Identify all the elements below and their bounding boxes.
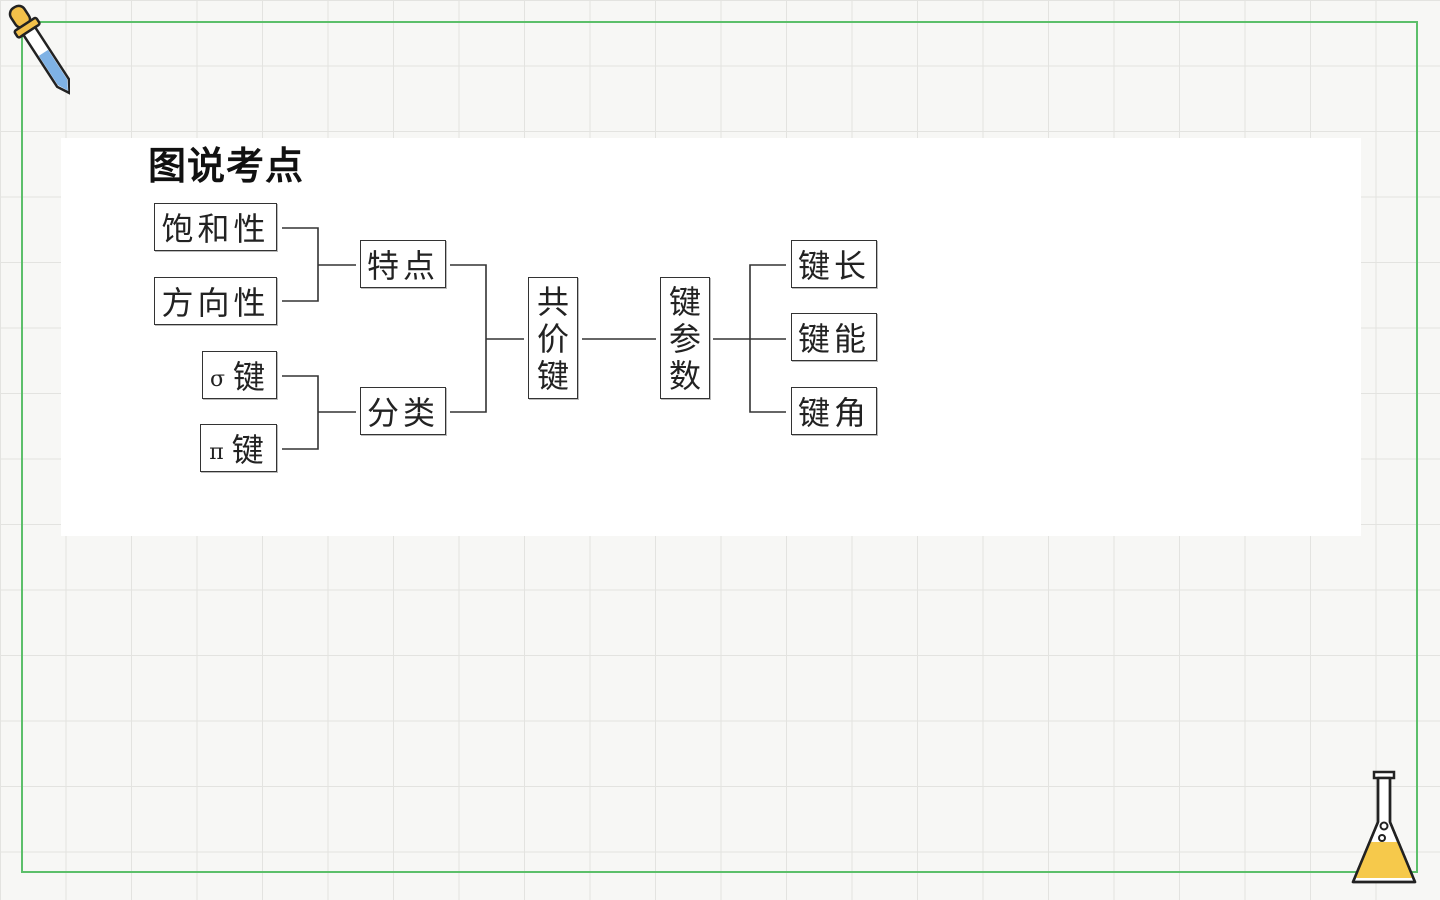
label-covalent-2: 价 [536,319,569,358]
label-bond-energy: 键能 [797,320,870,358]
label-classification: 分类 [366,394,439,432]
label-pi-bond: 键 [231,431,268,469]
label-bond-angle: 键角 [797,394,870,432]
pi-symbol: π [209,439,224,465]
box-features: 特点 [360,240,446,288]
box-covalent-bond: 共 价 键 [528,277,578,399]
label-saturation: 饱和性 [161,210,270,248]
label-features: 特点 [366,247,439,285]
box-bond-length: 键长 [791,240,877,288]
label-bond-length: 键长 [797,247,870,285]
dropper-icon [4,2,71,108]
label-directionality: 方向性 [161,284,270,322]
label-params-1: 键 [668,282,701,321]
label-sigma-bond: 键 [233,358,270,396]
connector-sigma-pi [282,375,319,450]
diagram-panel [61,138,1361,536]
box-classification: 分类 [360,387,446,435]
page-frame [21,21,1418,873]
sigma-symbol: σ [209,366,225,392]
box-bond-parameters: 键 参 数 [660,277,710,399]
label-params-2: 参 [668,319,701,358]
connector-features-classification [450,264,487,413]
box-bond-angle: 键角 [791,387,877,435]
connector-length-angle [749,264,786,413]
connector-saturation [282,227,319,302]
box-bond-energy: 键能 [791,313,877,361]
label-covalent-3: 键 [536,356,569,395]
diagram-title: 图说考点 [148,144,305,188]
box-saturation: 饱和性 [154,203,277,251]
box-directionality: 方向性 [154,277,277,325]
label-params-3: 数 [668,356,701,395]
flask-icon [1346,770,1422,890]
label-covalent-1: 共 [536,282,569,321]
